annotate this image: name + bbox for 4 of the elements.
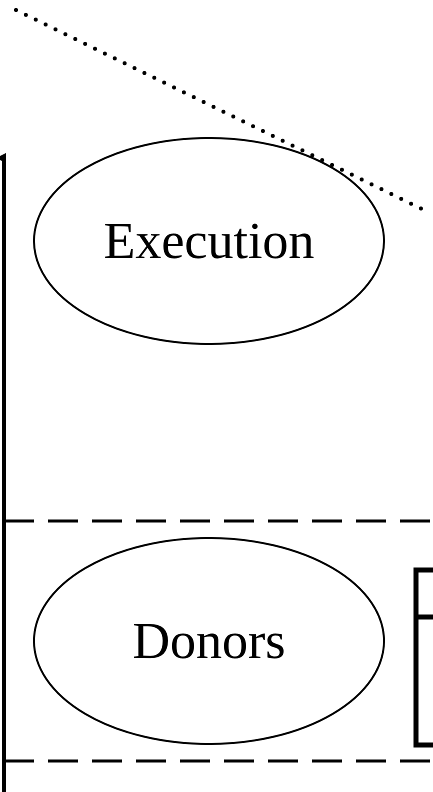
ellipse-node [33, 537, 385, 745]
node-label: Donors [132, 612, 286, 670]
node-label: Execution [104, 212, 314, 270]
ellipse-node [33, 137, 385, 345]
